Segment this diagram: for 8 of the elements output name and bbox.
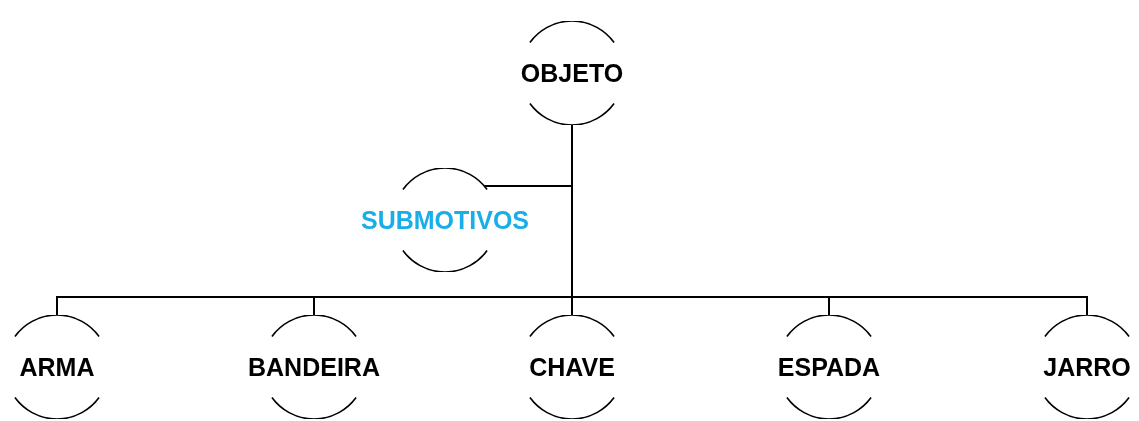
node-label: SUBMOTIVOS [360, 205, 530, 235]
node-label: OBJETO [520, 58, 624, 88]
node-label: CHAVE [529, 352, 615, 382]
node-label: BANDEIRA [248, 352, 380, 382]
node-label: ESPADA [777, 352, 881, 382]
connector-line [571, 124, 1088, 316]
node-label: JARRO [1043, 352, 1131, 382]
node-label: ARMA [19, 352, 95, 382]
